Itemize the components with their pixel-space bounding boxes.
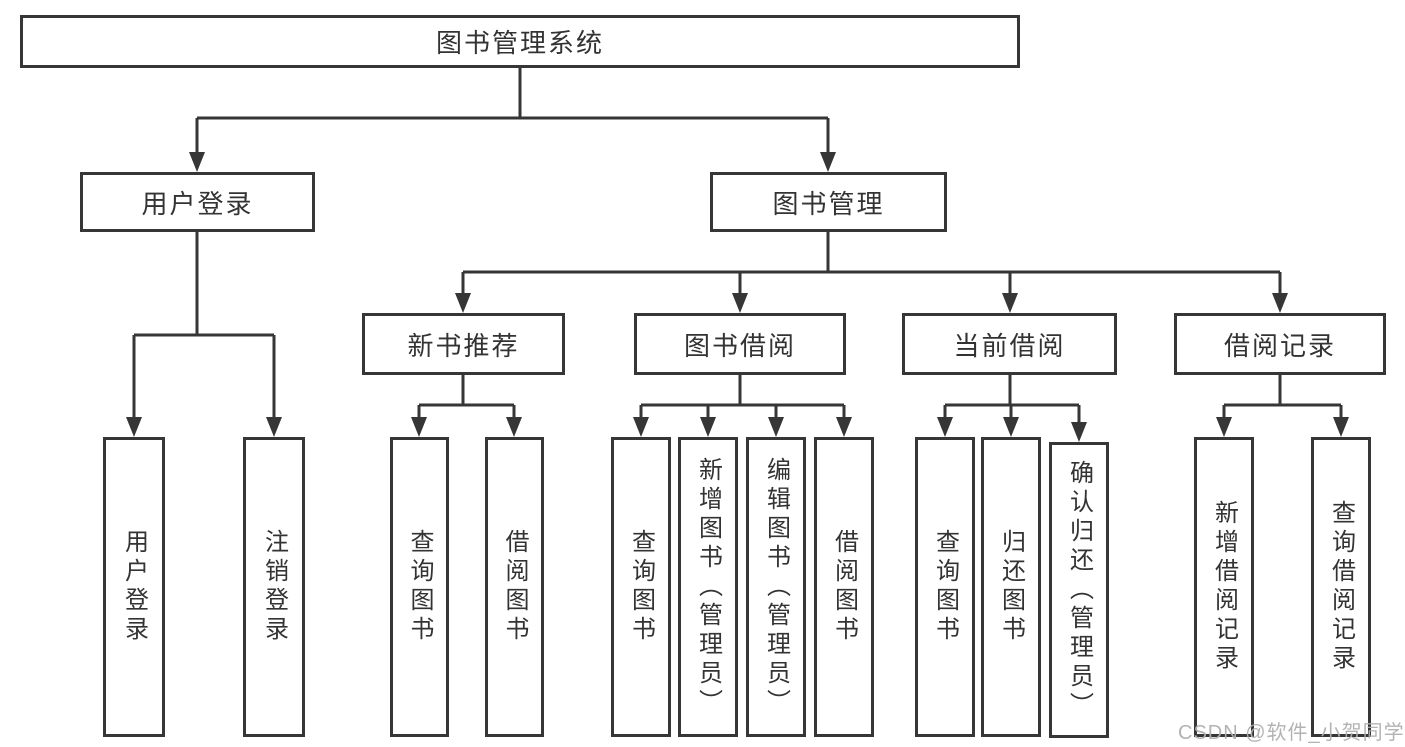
node-current-borrowing: 当前借阅 bbox=[902, 313, 1117, 375]
leaf-add-borrow-record: 新增借阅记录 bbox=[1194, 437, 1254, 737]
csdn-watermark: CSDN @软件_小贺同学 bbox=[1178, 722, 1405, 744]
leaf-confirm-return-admin: 确认归还（管理员） bbox=[1049, 442, 1109, 738]
leaf-user-login: 用户登录 bbox=[103, 437, 165, 737]
node-user-login: 用户登录 bbox=[80, 172, 315, 232]
leaf-query-books-current: 查询图书 bbox=[915, 437, 975, 737]
node-new-book-recommend: 新书推荐 bbox=[362, 313, 565, 375]
leaf-edit-books-admin: 编辑图书（管理员） bbox=[746, 437, 806, 737]
leaf-add-books-admin: 新增图书（管理员） bbox=[678, 437, 738, 737]
leaf-logout: 注销登录 bbox=[243, 437, 305, 737]
leaf-return-books: 归还图书 bbox=[981, 437, 1041, 737]
leaf-query-books-borrowing: 查询图书 bbox=[611, 437, 671, 737]
node-library-system: 图书管理系统 bbox=[20, 15, 1020, 68]
node-book-borrowing: 图书借阅 bbox=[634, 313, 846, 375]
node-book-management: 图书管理 bbox=[710, 172, 947, 232]
arrowheads bbox=[126, 152, 1349, 442]
leaf-query-borrow-record: 查询借阅记录 bbox=[1311, 437, 1371, 737]
leaf-borrow-books-recommend: 借阅图书 bbox=[485, 437, 544, 737]
node-borrow-records: 借阅记录 bbox=[1174, 313, 1386, 375]
leaf-borrow-books-borrowing: 借阅图书 bbox=[814, 437, 874, 737]
leaf-query-books-recommend: 查询图书 bbox=[390, 437, 449, 737]
